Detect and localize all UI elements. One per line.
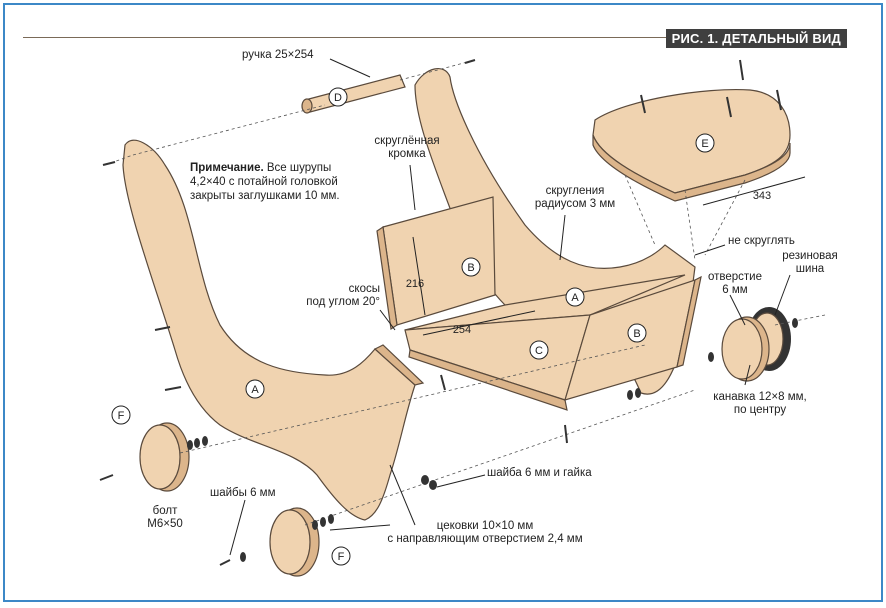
part-f-top-marker bbox=[111, 405, 131, 425]
groove-line-1: канавка 12×8 мм, bbox=[713, 391, 807, 403]
bevel-line-2: под углом 20° bbox=[306, 296, 380, 308]
part-e-marker bbox=[695, 133, 715, 153]
note-line-3: закрыты заглушками 10 мм. bbox=[190, 190, 340, 202]
bevel-leader bbox=[379, 309, 396, 331]
hole-label: отверстие 6 мм bbox=[705, 271, 765, 297]
dim-343-text: 343 bbox=[753, 190, 771, 202]
dim-343-line bbox=[702, 176, 806, 206]
seat-screw-axis-2 bbox=[684, 189, 696, 261]
part-d-letter: D bbox=[334, 92, 342, 104]
tire-line-1: резиновая bbox=[782, 250, 838, 262]
washer-nut-label: шайба 6 мм и гайка bbox=[487, 467, 592, 479]
hole-line-2: 6 мм bbox=[722, 284, 748, 296]
dowels-leader bbox=[389, 464, 416, 526]
part-e-letter: E bbox=[701, 138, 708, 150]
hole-leader bbox=[729, 294, 746, 326]
hole-line-1: отверстие bbox=[707, 271, 763, 283]
part-f-bottom-letter: F bbox=[338, 551, 345, 563]
part-b-back-letter: B bbox=[467, 262, 474, 274]
tire-leader bbox=[774, 274, 791, 316]
front-panel-edge bbox=[676, 275, 702, 368]
seat-edge bbox=[592, 134, 791, 202]
assembly-note: Примечание. Все шурупы 4,2×40 с потайной… bbox=[190, 161, 380, 203]
part-d-marker bbox=[328, 87, 348, 107]
part-b-back-marker bbox=[461, 257, 481, 277]
dim-254-line bbox=[422, 310, 536, 336]
wheel-left-back bbox=[139, 424, 181, 490]
part-a-right-letter: A bbox=[571, 292, 579, 304]
groove-line-2: по центру bbox=[733, 404, 787, 416]
radius-label: скругления радиусом 3 мм bbox=[525, 185, 625, 211]
figure-frame: РИС. 1. ДЕТАЛЬНЫЙ ВИД .wood{fill:#f0d3b0… bbox=[3, 3, 883, 602]
handle-leader bbox=[329, 58, 371, 78]
bolt-line-1: болт bbox=[152, 505, 178, 517]
handle-axis-right bbox=[399, 59, 476, 81]
part-c-letter: C bbox=[535, 345, 543, 357]
tire-label: резиновая шина bbox=[775, 250, 845, 276]
figure-title: РИС. 1. ДЕТАЛЬНЫЙ ВИД bbox=[665, 29, 847, 48]
wheel-right bbox=[721, 318, 763, 380]
left-panel-edge bbox=[373, 344, 425, 386]
radius-leader bbox=[559, 214, 566, 261]
part-a-left-marker bbox=[245, 379, 265, 399]
part-a-right-marker bbox=[565, 287, 585, 307]
part-f-bottom-marker bbox=[331, 546, 351, 566]
tire-line-2: шина bbox=[795, 263, 825, 275]
handle-label: ручка 25×254 bbox=[242, 49, 314, 61]
washer-set bbox=[187, 318, 798, 562]
seat-screw-axis-3 bbox=[704, 179, 746, 256]
dim-216-line bbox=[412, 236, 426, 316]
rounded-edge-line-2: кромка bbox=[388, 148, 426, 160]
back-panel-edge bbox=[376, 225, 398, 331]
part-b-front-letter: B bbox=[633, 328, 640, 340]
part-c-marker bbox=[529, 340, 549, 360]
washer-nut-leader bbox=[436, 474, 486, 488]
note-label: Примечание. bbox=[190, 162, 264, 174]
exploded-view-drawing: .wood{fill:#f0d3b0;stroke:#5a4a3c;stroke… bbox=[99, 58, 826, 577]
bevel-label: скосы под углом 20° bbox=[285, 283, 380, 309]
axle-front bbox=[304, 389, 696, 526]
dowels-line-1: цековки 10×10 мм bbox=[436, 520, 534, 532]
screw-set bbox=[99, 59, 782, 566]
washers-leader bbox=[229, 499, 246, 556]
note-line-1: Все шурупы bbox=[266, 162, 332, 174]
left-side-panel bbox=[122, 139, 416, 521]
part-a-left-letter: A bbox=[251, 384, 259, 396]
handle-end bbox=[301, 98, 313, 114]
no-round-label: не скруглять bbox=[728, 235, 795, 247]
groove-leader bbox=[744, 364, 751, 386]
seat-screw-axis-1 bbox=[624, 174, 656, 246]
axle-back bbox=[179, 344, 646, 454]
dim-216-text: 216 bbox=[406, 278, 424, 290]
dowels-line-2: с направляющим отверстием 2,4 мм bbox=[387, 533, 583, 545]
note-line-2: 4,2×40 с потайной головкой bbox=[190, 176, 338, 188]
rounded-edge-line-1: скруглённая bbox=[374, 135, 440, 147]
screw-axis-left bbox=[104, 154, 134, 166]
dowels-leader-2 bbox=[329, 524, 391, 531]
dim-254-text: 254 bbox=[453, 324, 471, 336]
handle-axis-left bbox=[132, 104, 326, 156]
groove-label: канавка 12×8 мм, по центру bbox=[705, 391, 815, 417]
bottom-panel-edge bbox=[408, 349, 568, 411]
bolt-label: болт М6×50 bbox=[140, 505, 190, 531]
radius-line-1: скругления bbox=[545, 185, 605, 197]
bevel-line-1: скосы bbox=[348, 283, 380, 295]
wheel-left-front bbox=[269, 509, 311, 575]
no-round-leader bbox=[694, 244, 726, 256]
bolt-axis-right bbox=[774, 314, 826, 326]
washers-label: шайбы 6 мм bbox=[210, 487, 276, 499]
dowels-label: цековки 10×10 мм с направляющим отверсти… bbox=[385, 520, 585, 546]
rounded-edge-label: скруглённая кромка bbox=[357, 135, 457, 161]
part-f-top-letter: F bbox=[118, 410, 125, 422]
header-rule bbox=[23, 37, 699, 38]
part-b-front-marker bbox=[627, 323, 647, 343]
radius-line-2: радиусом 3 мм bbox=[534, 198, 616, 210]
bolt-line-2: М6×50 bbox=[147, 518, 183, 530]
rounded-edge-leader bbox=[409, 164, 416, 211]
